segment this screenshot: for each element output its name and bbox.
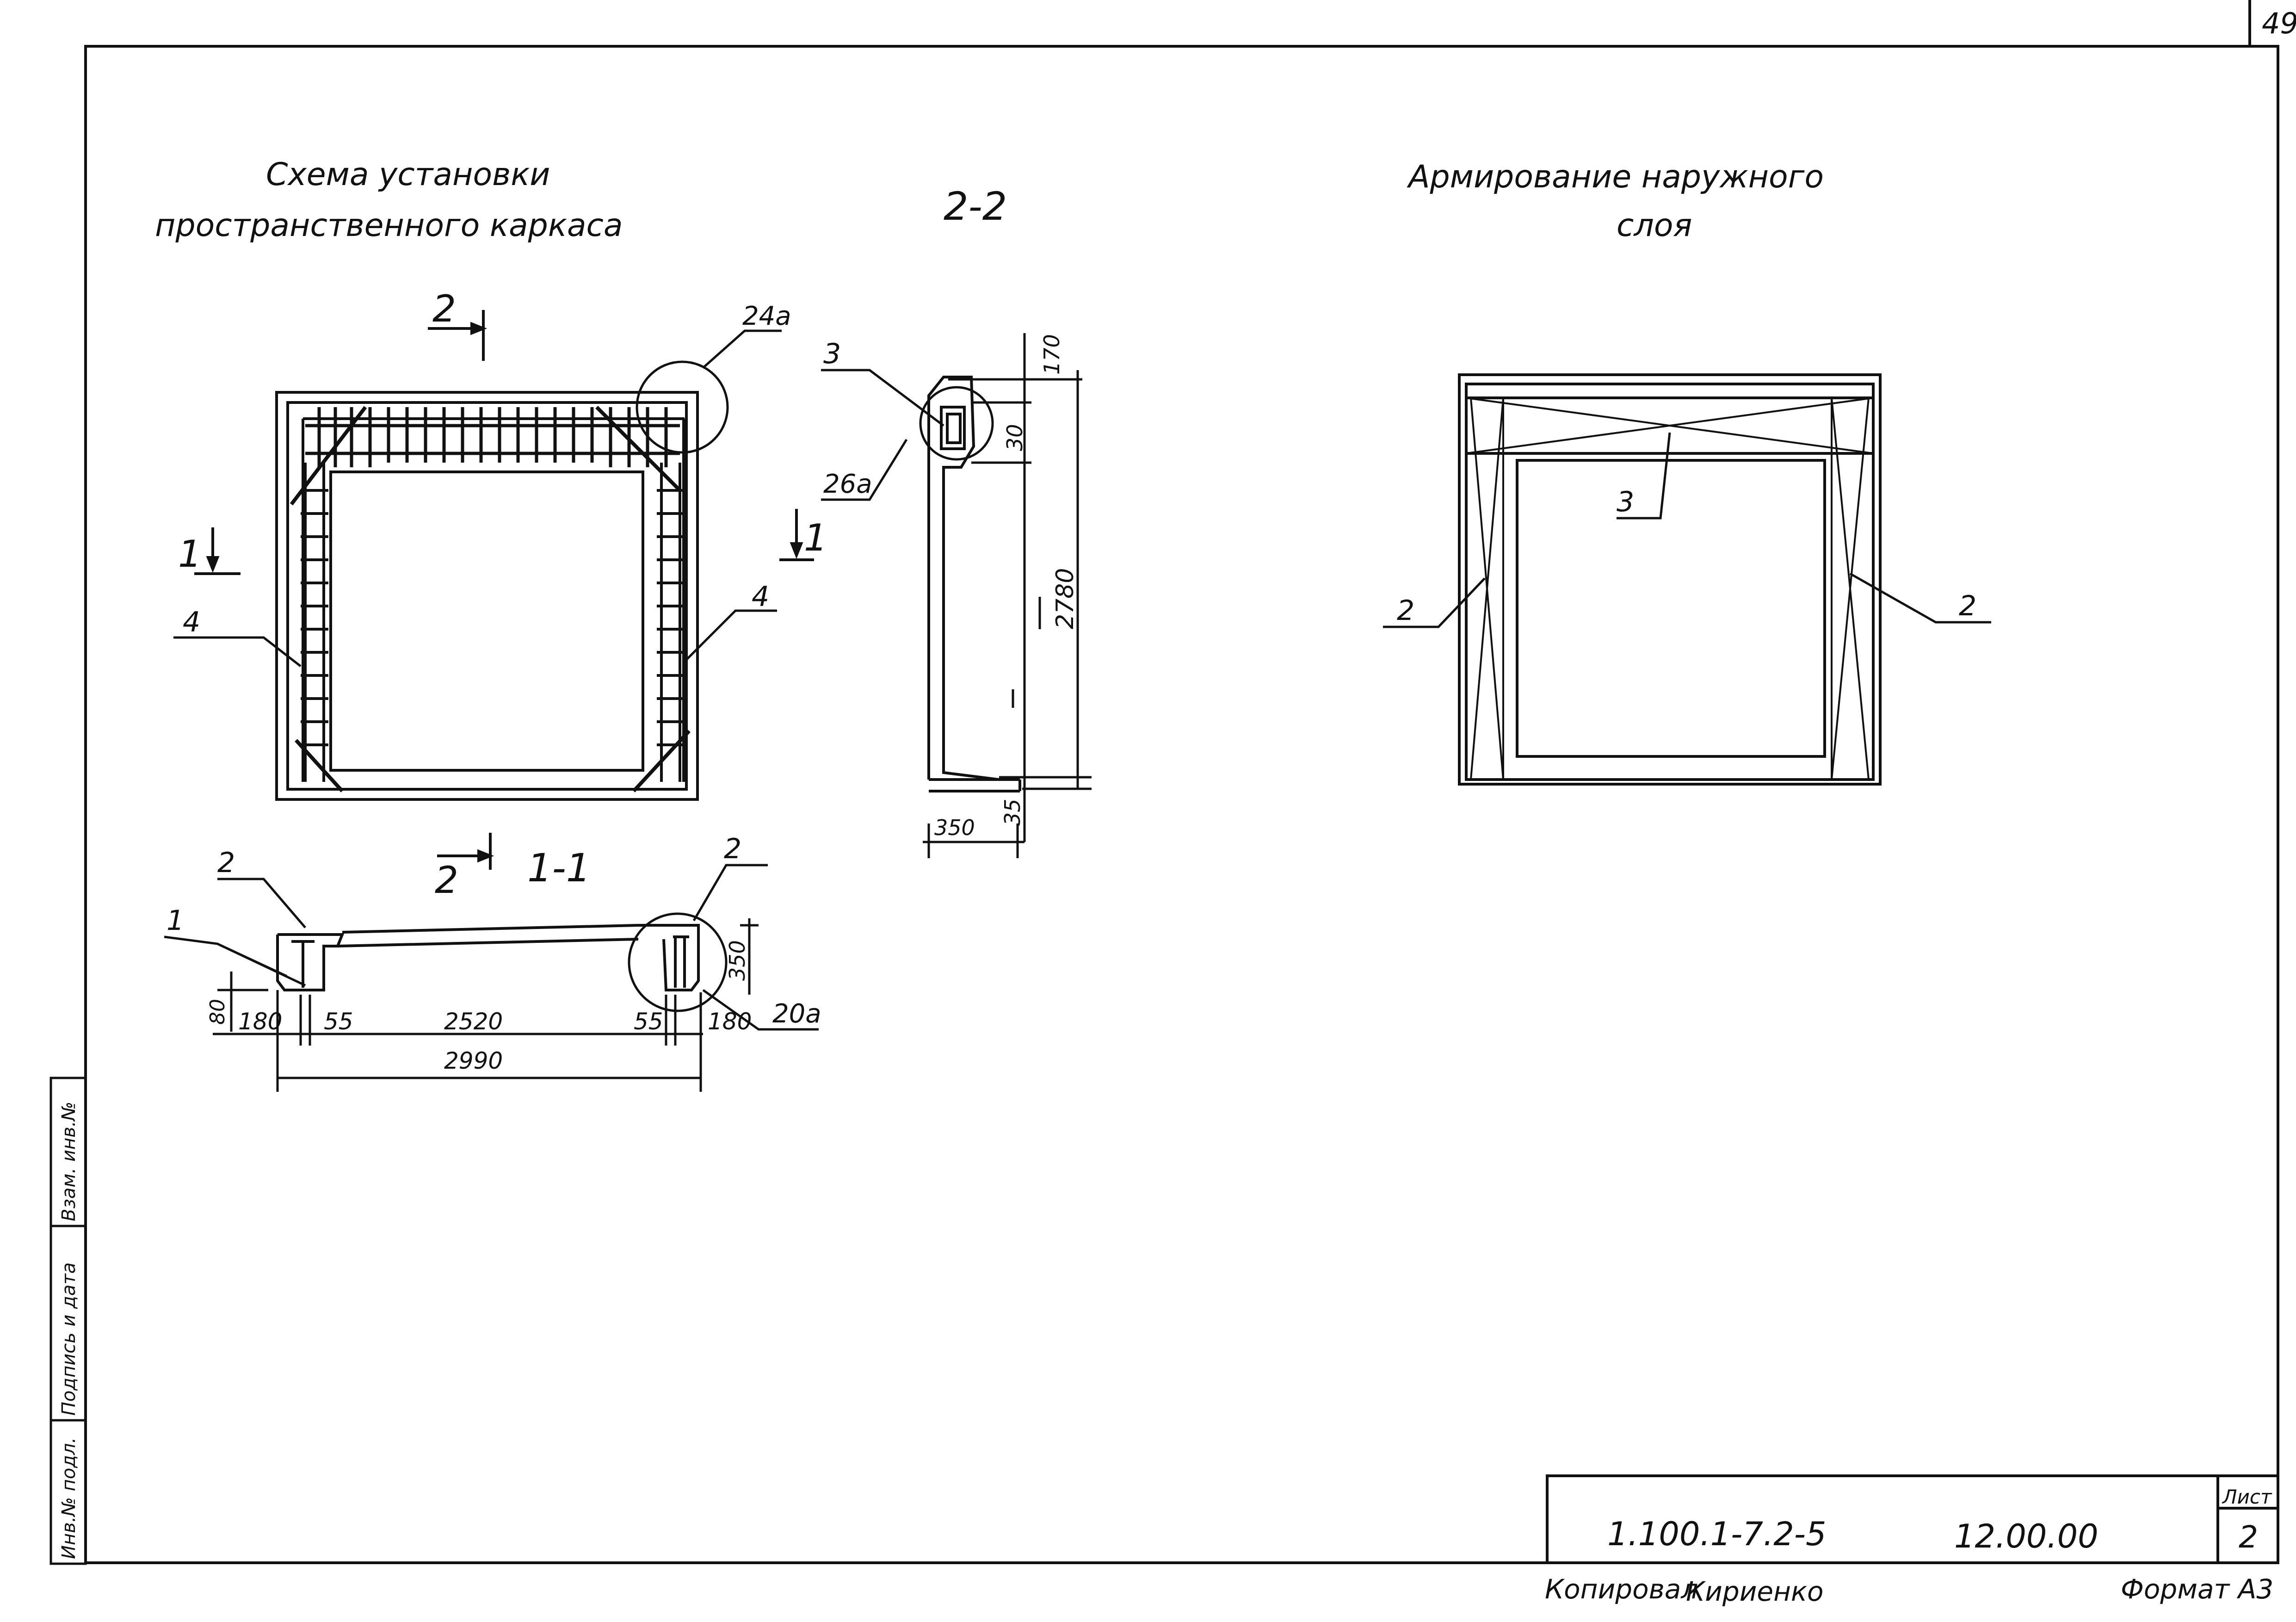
dim-170: 170	[1039, 334, 1064, 375]
node-26a-callout	[821, 369, 994, 501]
dim-2780: 2780	[1051, 568, 1079, 629]
section-1-1-title: 1-1	[527, 845, 591, 891]
dim-180-right: 180	[708, 1008, 752, 1035]
sheet-number: 2	[2239, 1519, 2258, 1555]
copier-name: Кириенко	[1686, 1576, 1824, 1607]
node-20a-label: 20а	[772, 999, 821, 1029]
section-mark-1-left: 1	[178, 532, 202, 576]
format-label: Формат А3	[2121, 1573, 2273, 1605]
node-24a-label: 24а	[742, 301, 791, 331]
title-block	[1546, 1474, 2279, 1564]
frame-scheme-view: Схема установки пространственного каркас…	[155, 156, 827, 902]
node-26a-label: 26а	[823, 469, 872, 499]
outer-layer-mesh	[1466, 397, 1874, 780]
pos-4-leaders	[173, 609, 777, 667]
section-2-2-dims	[923, 333, 1092, 858]
sheet-frame	[84, 0, 2279, 1564]
section-1-1-view: 1-1 2 2 1 20а	[164, 833, 821, 1092]
node-24a-callout	[636, 329, 782, 454]
outer-layer-view: Армирование наружного слоя 3 2 2	[1383, 159, 1991, 786]
section-marks	[194, 310, 814, 870]
section-mark-2-bottom: 2	[435, 859, 458, 902]
pos-4-left-label: 4	[183, 606, 200, 638]
section-2-2-view: 2-2 3 26а	[821, 184, 1092, 858]
dim-350-section-2-2: 350	[934, 815, 975, 840]
doc-code: 1.100.1-7.2-5	[1607, 1515, 1827, 1553]
frame-scheme-title-line2: пространственного каркаса	[155, 207, 623, 244]
dim-80: 80	[206, 999, 229, 1025]
dim-180-left: 180	[238, 1008, 282, 1035]
outer-layer-leaders	[1383, 432, 1991, 628]
frame-scheme-title-line1: Схема установки	[266, 156, 550, 193]
pos-2-right-label: 2	[724, 833, 741, 865]
outer-layer-title-line1: Армирование наружного	[1407, 159, 1824, 195]
dim-350-section-1-1: 350	[725, 940, 750, 981]
outer-layer-panel	[1458, 373, 1882, 786]
pos-1-label: 1	[167, 904, 184, 937]
section-1-1-dims	[213, 918, 759, 1092]
section-1-1-callouts	[164, 864, 819, 1031]
stamp-signature-date: Подпись и дата	[58, 1263, 80, 1416]
pos-4-right-label: 4	[752, 581, 769, 613]
section-2-2-title: 2-2	[944, 184, 1007, 229]
dim-55-left: 55	[324, 1008, 353, 1035]
section-1-1-body	[276, 924, 700, 991]
pos-3-label: 3	[823, 338, 841, 370]
sheet-label: Лист	[2222, 1486, 2272, 1508]
side-stamp: Взам. инв.№ Подпись и дата Инв.№ подл.	[49, 1077, 87, 1565]
page-number: 49	[2262, 6, 2296, 40]
section-mark-1-right: 1	[804, 516, 827, 559]
cage-top-bars	[305, 407, 680, 467]
dim-35: 35	[1000, 799, 1025, 826]
stamp-original-inv: Инв.№ подл.	[58, 1437, 80, 1559]
dim-2990: 2990	[444, 1047, 503, 1074]
section-2-2-body	[927, 376, 1021, 792]
outer-pos-3-label: 3	[1617, 486, 1634, 518]
dim-30: 30	[1002, 424, 1027, 451]
doc-mark: 12.00.00	[1954, 1517, 2098, 1555]
outer-pos-2-right-label: 2	[1959, 590, 1976, 622]
dim-2520: 2520	[444, 1008, 503, 1035]
outer-pos-2-left-label: 2	[1397, 594, 1414, 627]
copied-by-label: Копировал	[1545, 1573, 1698, 1605]
outer-layer-title-line2: слоя	[1617, 207, 1692, 244]
dim-55-right: 55	[634, 1008, 663, 1035]
section-mark-2-top: 2	[432, 287, 456, 330]
cage-side-ladders	[301, 463, 685, 782]
cage-diagonal-bars	[290, 406, 691, 792]
stamp-replacement-inv: Взам. инв.№	[58, 1102, 80, 1221]
pos-2-left-label: 2	[217, 847, 235, 879]
